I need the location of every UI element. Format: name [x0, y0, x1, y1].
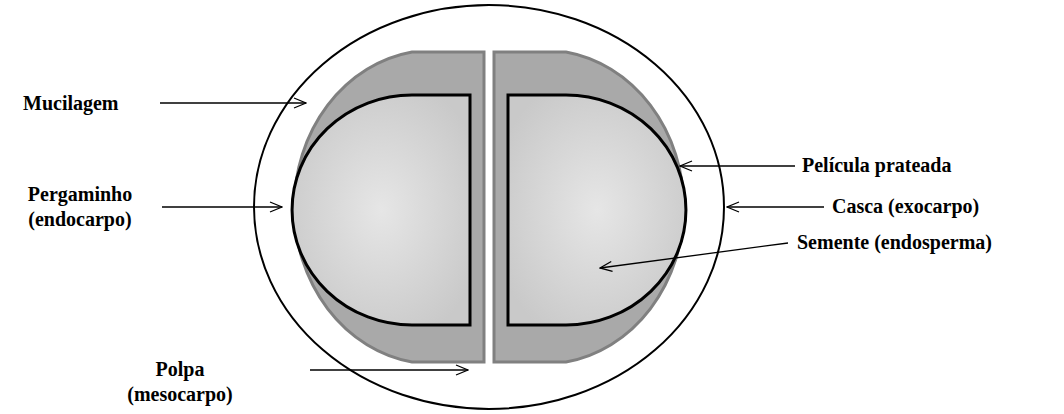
leader-arrow: [160, 102, 306, 103]
leader-arrow: [727, 206, 824, 207]
part-label: Pergaminho (endocarpo): [5, 182, 155, 232]
seed-shape: [508, 95, 686, 325]
leader-arrow: [162, 206, 282, 207]
leader-arrow: [680, 165, 795, 166]
fruit-outline: [254, 5, 724, 409]
part-label: Mucilagem: [23, 91, 119, 116]
seed-shape: [292, 95, 470, 325]
leader-arrow: [600, 243, 788, 268]
leader-arrow: [310, 369, 468, 370]
part-label: Casca (exocarpo): [832, 194, 979, 219]
part-label: Película prateada: [802, 153, 951, 178]
part-label: Semente (endosperma): [797, 230, 992, 255]
part-label: Polpa (mesocarpo): [105, 357, 255, 407]
